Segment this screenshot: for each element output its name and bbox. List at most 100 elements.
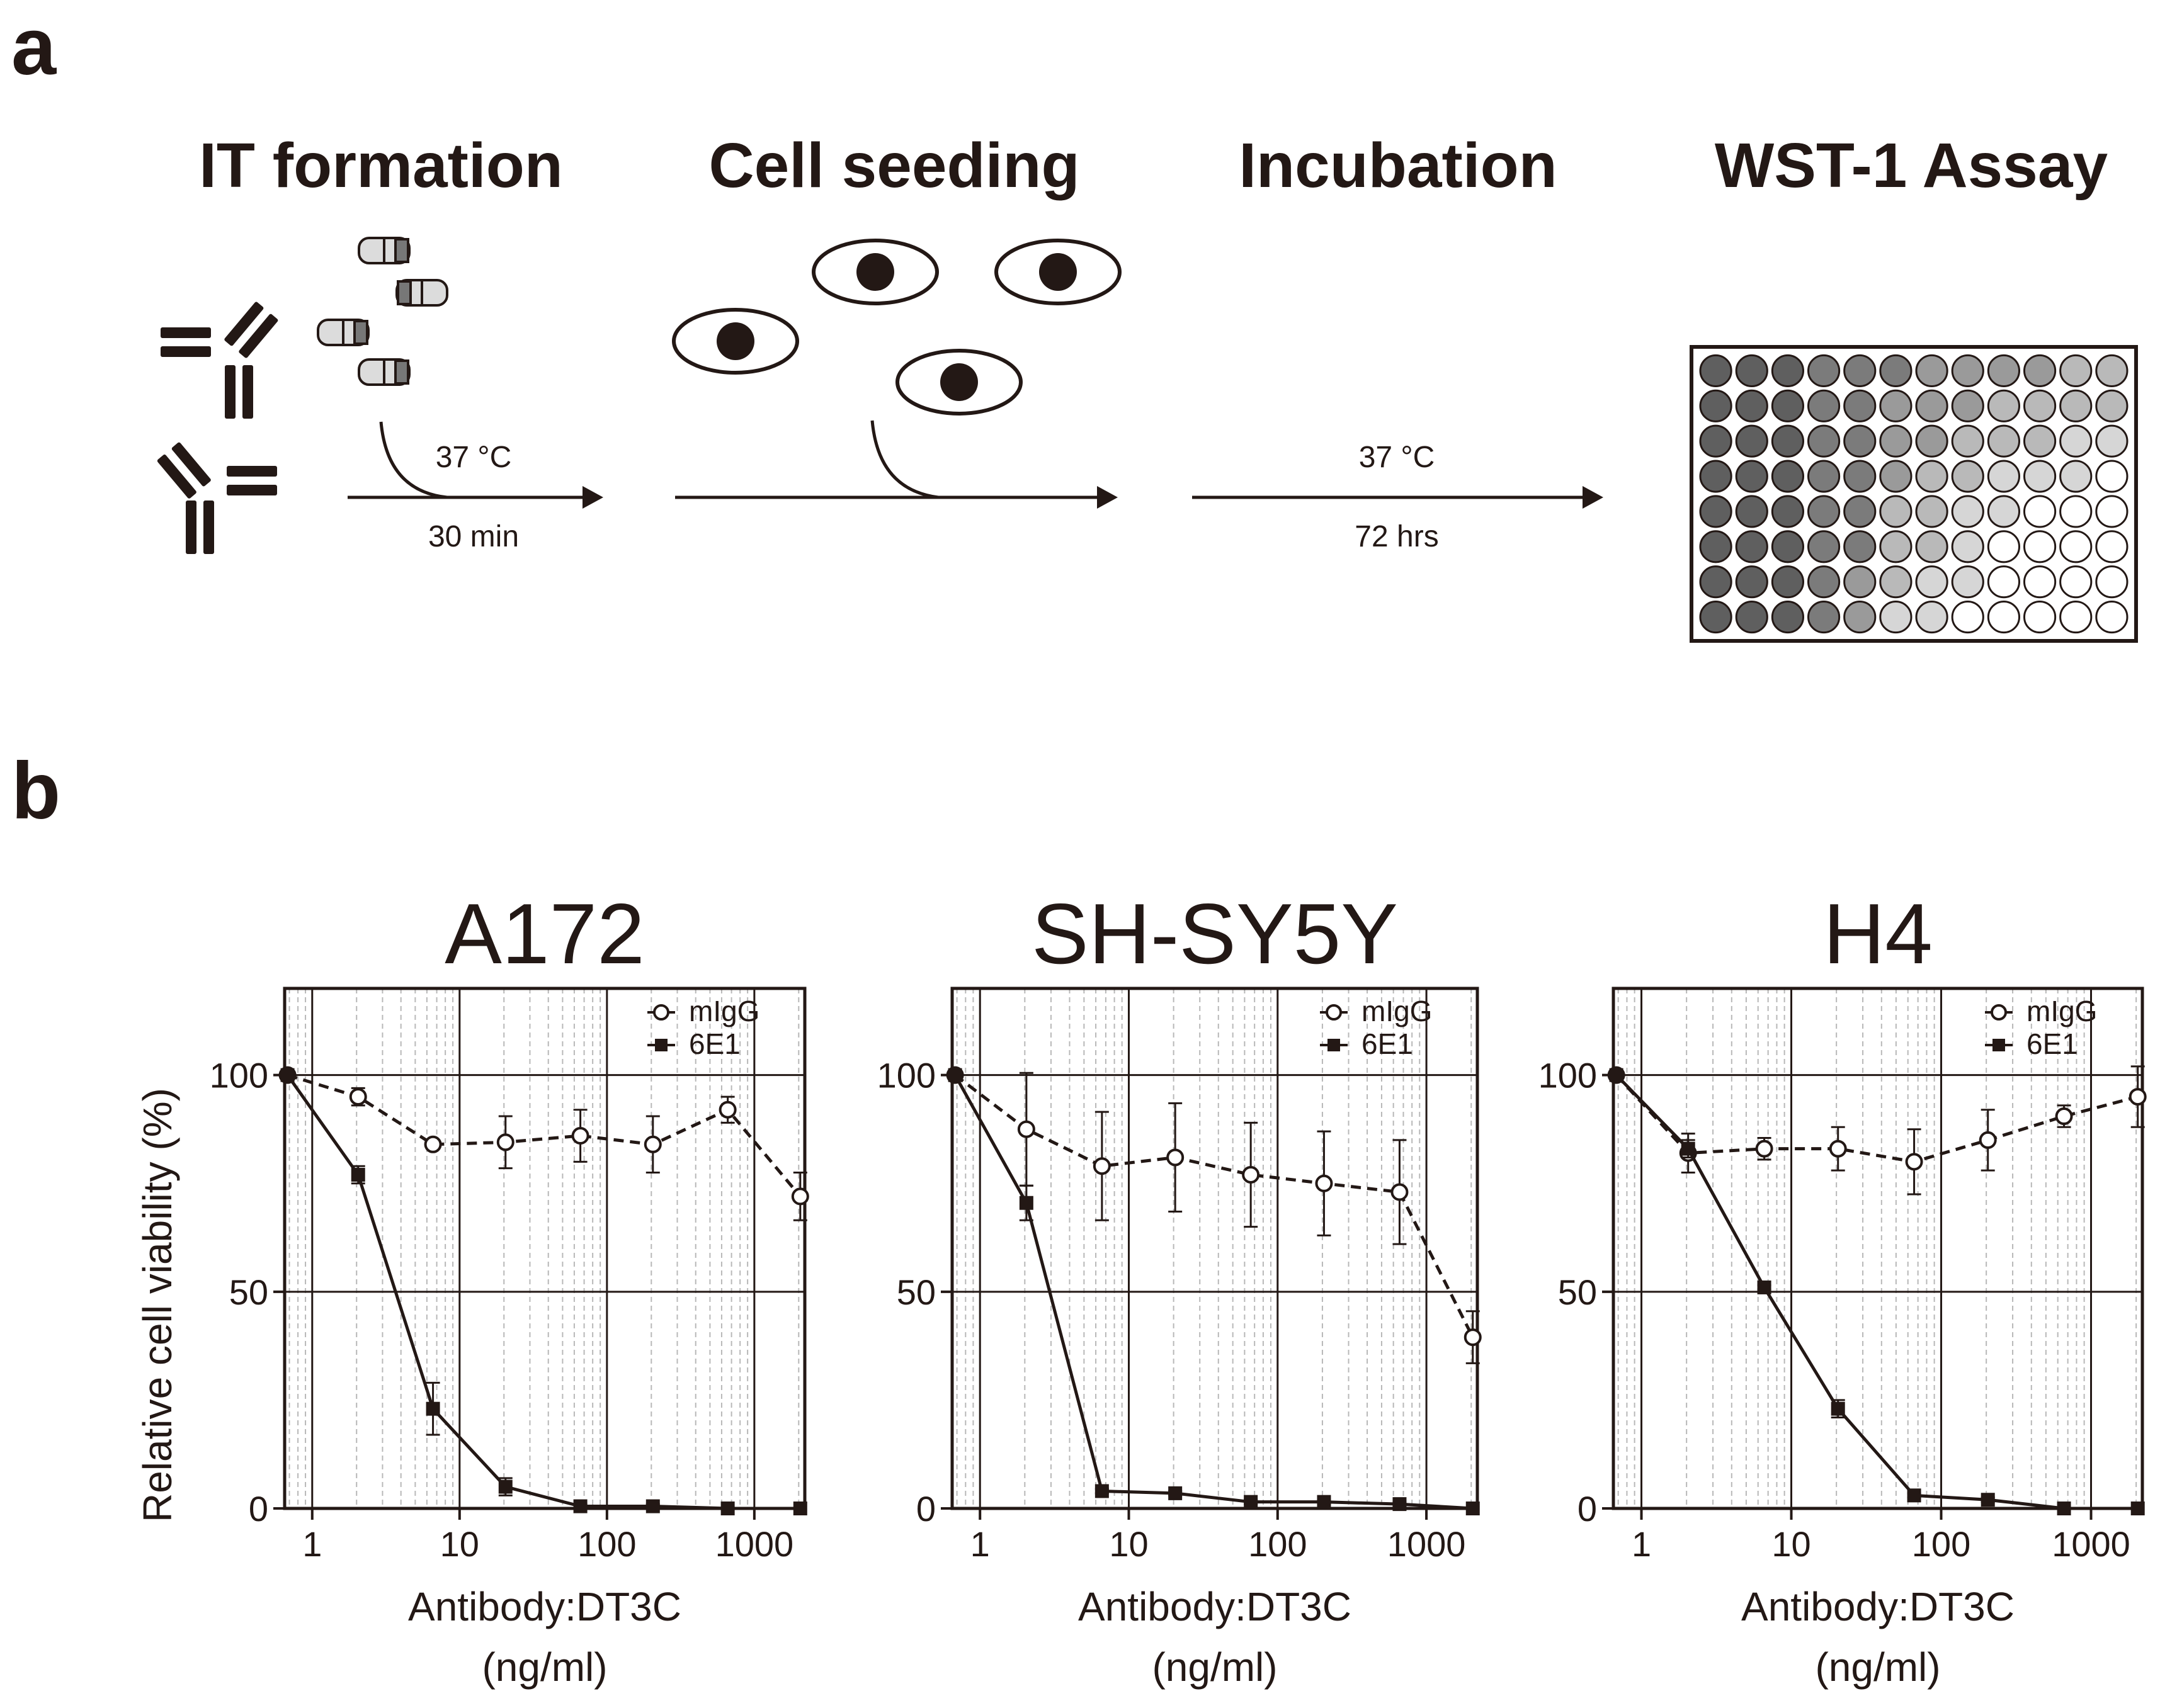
data-point [1757,1280,1771,1294]
plate-well [1987,389,2021,422]
plate-well [1699,530,1732,563]
plate-well [1987,565,2021,599]
plate-well [2023,424,2057,458]
x-tick-label: 1000 [715,1524,794,1564]
data-point [1755,1140,1773,1158]
plate-well [1843,389,1877,422]
x-axis-label: Antibody:DT3C [1078,1584,1351,1629]
legend-label: 6E1 [689,1027,741,1060]
minor-grid [956,988,1472,1508]
plot-frame [950,987,1479,1510]
plate-well [1951,530,1984,563]
data-point [645,1499,660,1513]
data-point [1166,1148,1185,1167]
data-point [1168,1486,1183,1500]
plate-well [1807,389,1841,422]
plate-well [1951,424,1984,458]
data-point [1019,1196,1033,1210]
data-point [280,1068,295,1082]
plate-well [2059,460,2093,493]
plate-well [1807,460,1841,493]
96-well-plate [1690,345,2138,643]
legend-marker [1326,1004,1342,1021]
plate-well [2023,354,2057,388]
data-point [1464,1328,1482,1347]
series-mIgG [1607,1065,2147,1196]
plate-well [1951,389,1984,422]
plate-well [2059,354,2093,388]
plate-well [1879,354,1913,388]
legend-marker [1992,1039,2005,1051]
plate-well [2023,600,2057,634]
data-point [424,1135,442,1153]
series-line [954,1073,1474,1338]
plate-well [1951,495,1984,528]
y-tick-label: 0 [916,1489,936,1529]
plate-well [1879,460,1913,493]
y-axis-label: Relative cell viability (%) [135,1088,180,1522]
data-point [1981,1493,1995,1507]
plate-well [1915,354,1948,388]
step-title-incubation: Incubation [1239,130,1557,201]
plot-frame [1611,987,2144,1510]
series-6E1 [1609,1068,2145,1515]
legend-label: 6E1 [2026,1027,2078,1060]
panel-letter-a: a [11,2,57,92]
data-point [2129,1088,2147,1106]
legend-label: mIgG [1361,995,1432,1027]
x-tick-label: 1 [302,1524,322,1564]
arrow-incubation [1192,486,1603,509]
x-tick-label: 1 [970,1524,990,1564]
data-point [1315,1174,1333,1192]
plate-well [1807,424,1841,458]
data-point [1094,1484,1109,1498]
plate-well [2059,600,2093,634]
plate-well [1771,389,1805,422]
data-point [1244,1495,1258,1509]
data-point [1979,1131,1997,1149]
plate-well [1735,565,1768,599]
data-point [1317,1495,1331,1509]
plate-well [2023,495,2057,528]
plate-well [1879,565,1913,599]
plate-well [2095,565,2129,599]
y-tick-label: 0 [1577,1489,1597,1529]
plate-well [1807,530,1841,563]
plate-well [2059,495,2093,528]
data-point [2130,1502,2145,1515]
series-6E1 [948,1068,1480,1515]
x-tick-label: 100 [1912,1524,1970,1564]
data-point [1390,1183,1409,1201]
plate-well [2095,354,2129,388]
series-line [287,1073,802,1198]
data-point [426,1401,440,1416]
plate-well [2095,424,2129,458]
plate-well [2059,565,2093,599]
x-tick-label: 1000 [1387,1524,1466,1564]
data-point [791,1187,809,1206]
plate-well [1915,424,1948,458]
plate-well [1771,354,1805,388]
data-point [1017,1120,1035,1138]
y-tick-label: 0 [249,1489,268,1529]
plate-well [1699,495,1732,528]
cell-icon [672,308,799,375]
plate-well [1843,600,1877,634]
plate-well [1735,354,1768,388]
cell-icon [994,239,1122,305]
data-point [498,1479,513,1494]
data-point [720,1502,735,1515]
x-tick-label: 10 [1771,1524,1810,1564]
plate-well [2095,460,2129,493]
data-point [573,1499,588,1513]
plate-well [2059,530,2093,563]
dt3c-capsule-icon [358,237,411,264]
data-point [349,1088,367,1106]
arrow-it-formation-top-label: 37 °C [436,441,512,474]
y-tick-label: 50 [1558,1272,1597,1312]
